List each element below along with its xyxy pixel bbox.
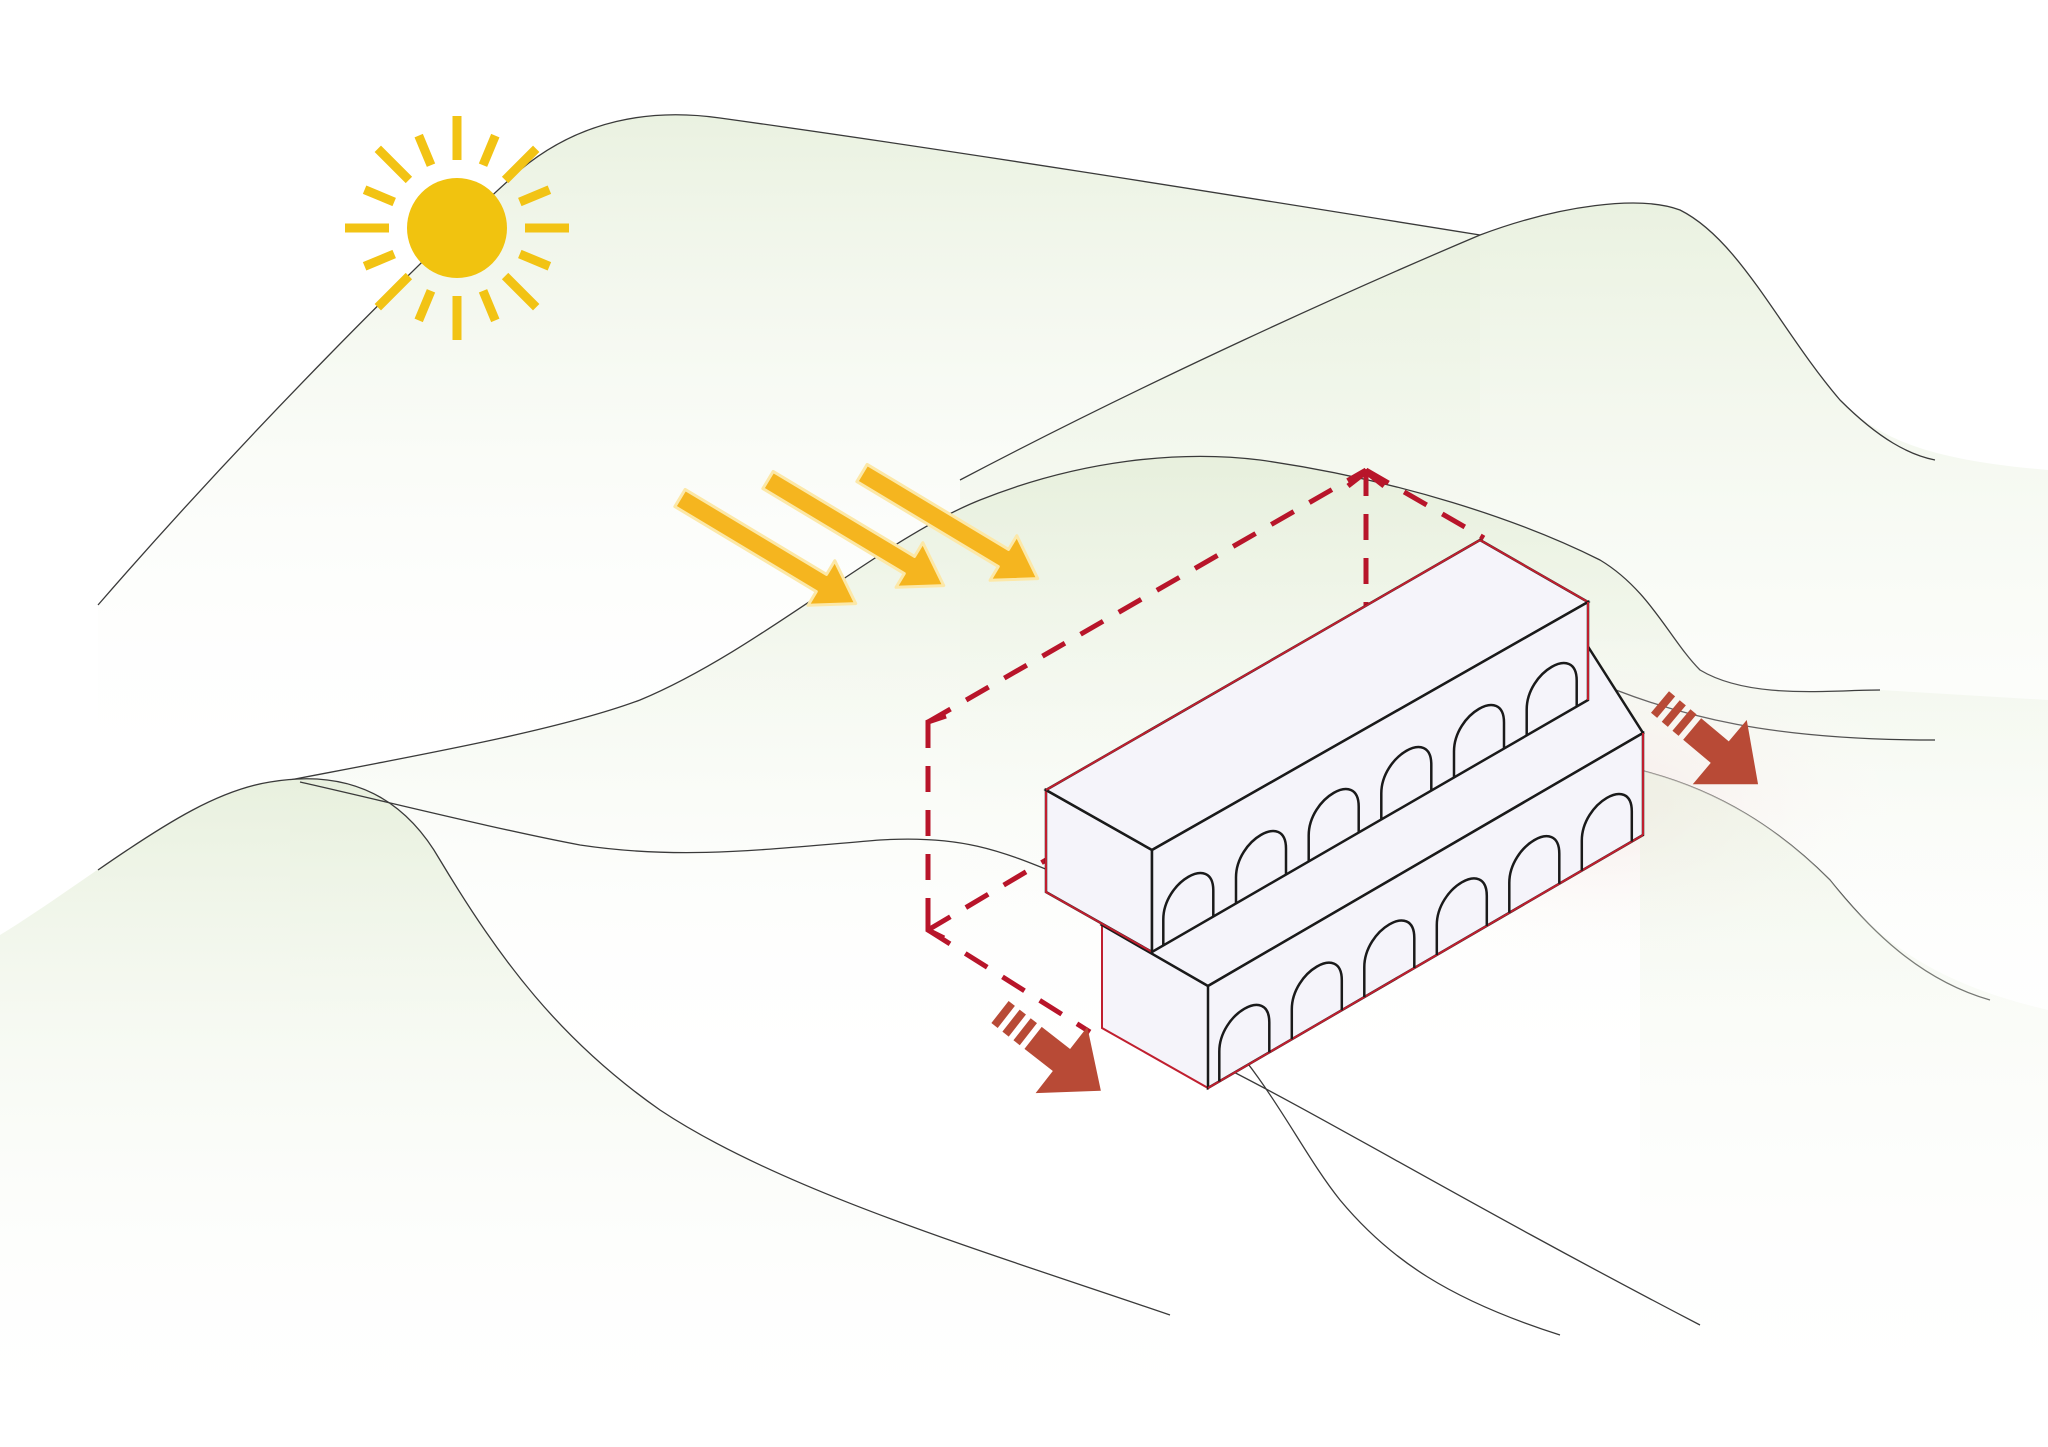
upper-bar-top-red-edge	[1045, 539, 1481, 791]
arch-opening	[1380, 745, 1433, 820]
lower-arches	[1218, 792, 1634, 1082]
sun-ray	[501, 145, 540, 184]
back-hill-ridge	[97, 114, 1481, 606]
arch-opening	[1435, 877, 1489, 955]
sunlight-arrow-icon	[673, 487, 858, 607]
dashed-volume-markers	[925, 468, 1386, 941]
lower-bar-base	[1207, 834, 1644, 1089]
wind-arrows	[991, 691, 1759, 1094]
front-hill-fill	[0, 778, 1170, 1447]
right-hill-fill-2	[1640, 770, 2048, 1447]
arch-opening	[1218, 1003, 1271, 1082]
front-hill-ridge-2	[299, 781, 1061, 876]
arch-opening	[1363, 919, 1416, 998]
sunlight-arrow-icon	[761, 469, 946, 589]
building	[1043, 538, 1645, 1091]
sun-ray	[374, 145, 413, 184]
right-hill-ridge	[959, 202, 1936, 481]
upper-bar-top-red-back	[1479, 539, 1589, 603]
sun-ray	[374, 272, 413, 311]
valley-line-2	[1209, 1059, 1701, 1326]
sun-ray	[518, 249, 552, 271]
valley-line-1	[1209, 1019, 1561, 1336]
sun-ray	[518, 185, 552, 207]
arch-opening	[1508, 835, 1561, 913]
sun-ray	[362, 185, 396, 207]
front-hill-ridge	[97, 778, 1171, 1316]
sun-ray	[414, 133, 436, 167]
arch-opening	[1162, 871, 1215, 946]
arch-opening	[1234, 829, 1288, 904]
arch-opening	[1290, 961, 1344, 1040]
arch-opening	[1580, 792, 1634, 871]
sunlight-arrows	[673, 462, 1040, 607]
sun-ray	[501, 272, 540, 311]
wind-arrow-icon	[1651, 691, 1759, 785]
upper-bar-end-red	[1045, 790, 1153, 953]
sun-rays	[345, 116, 569, 340]
sunlight-arrow-icon	[855, 462, 1040, 582]
sun-ray	[478, 289, 500, 323]
sun-ray	[478, 133, 500, 167]
sun-disc	[407, 178, 507, 278]
arch-opening	[1452, 703, 1506, 778]
sun-ray	[414, 289, 436, 323]
arch-opening	[1525, 661, 1578, 736]
wind-arrow-icon	[991, 1000, 1101, 1094]
sun-ray	[362, 249, 396, 271]
arch-opening	[1307, 787, 1360, 862]
upper-arches	[1162, 661, 1578, 946]
sun-icon	[345, 116, 569, 340]
dashed-volume	[925, 467, 1486, 1035]
